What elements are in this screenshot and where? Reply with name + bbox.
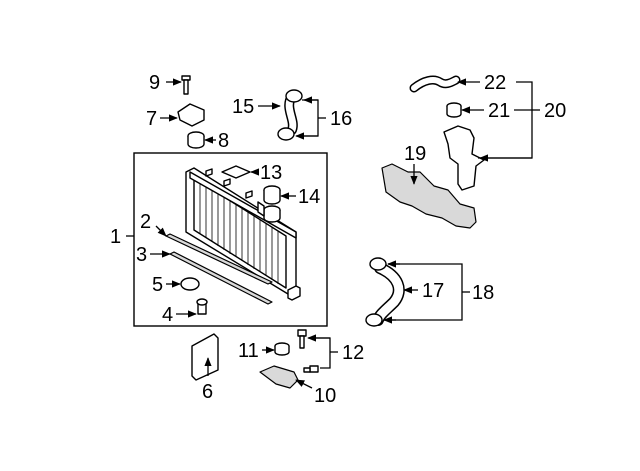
part-4-bolt — [196, 298, 208, 315]
callout-5: 5 — [152, 274, 163, 296]
radiator-core — [185, 167, 301, 301]
part-14-radiator-cap — [263, 185, 281, 205]
part-7-bracket — [177, 103, 205, 127]
callout-6: 6 — [202, 381, 213, 403]
part-12-bolt — [297, 329, 319, 373]
radiator-assembly-frame — [133, 152, 328, 327]
callout-9: 9 — [149, 72, 160, 94]
callout-14: 14 — [298, 186, 320, 208]
part-17-lower-hose — [365, 257, 405, 327]
part-6-deflector — [191, 333, 219, 381]
callout-labels: 1 2 3 5 4 9 7 8 13 14 15 16 6 11 12 10 2… — [110, 72, 566, 407]
callout-20: 20 — [544, 100, 566, 122]
callout-16: 16 — [330, 108, 352, 130]
part-19-air-guide — [381, 163, 477, 229]
callout-12: 12 — [342, 342, 364, 364]
part-21-reservoir-cap — [446, 102, 462, 118]
callout-22: 22 — [484, 72, 506, 94]
callout-8: 8 — [218, 130, 229, 152]
callout-17: 17 — [422, 280, 444, 302]
callout-10: 10 — [314, 385, 336, 407]
callout-21: 21 — [488, 100, 510, 122]
part-2-seal-strip — [165, 233, 273, 285]
part-3-seal-strip — [169, 251, 273, 305]
callout-7: 7 — [146, 108, 157, 130]
callout-18: 18 — [472, 282, 494, 304]
leader-lines — [126, 78, 540, 389]
callout-2: 2 — [140, 211, 151, 233]
part-5-cushion — [180, 277, 200, 291]
callout-3: 3 — [136, 244, 147, 266]
callout-1: 1 — [110, 226, 121, 248]
part-22-overflow-hose — [409, 75, 461, 93]
part-8-cushion — [187, 131, 205, 149]
part-10-deflector — [259, 365, 299, 389]
part-15-upper-hose — [277, 89, 303, 141]
part-11-cushion — [274, 342, 290, 356]
part-13-label — [221, 165, 251, 179]
part-9-bolt — [181, 75, 191, 95]
part-20-reservoir-tank — [443, 125, 485, 191]
callout-15: 15 — [232, 96, 254, 118]
callout-4: 4 — [162, 304, 173, 326]
callout-11: 11 — [238, 340, 259, 362]
callout-13: 13 — [260, 162, 282, 184]
callout-19: 19 — [404, 143, 426, 165]
